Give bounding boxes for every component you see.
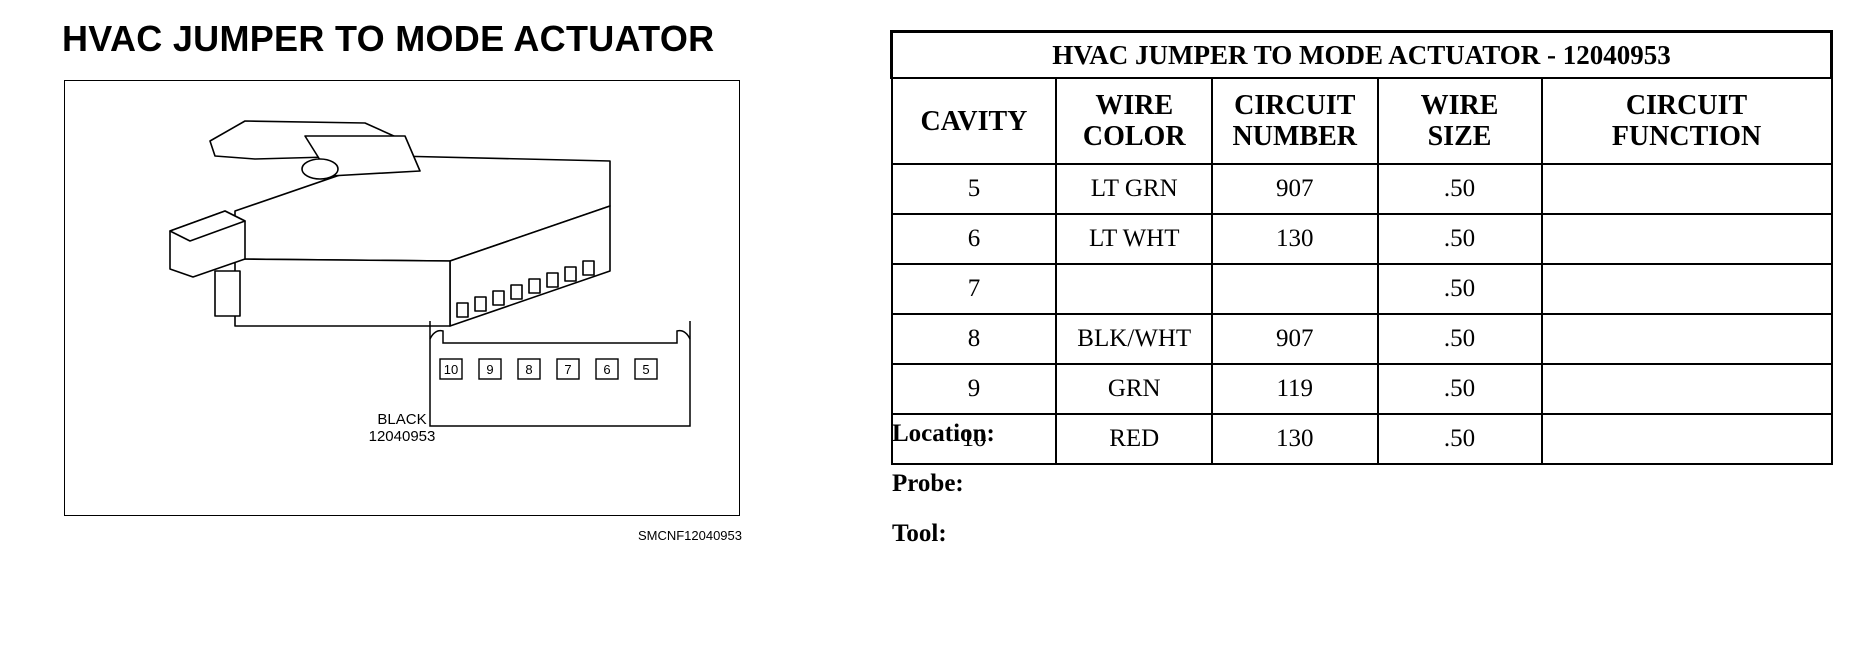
cavity-box: 10 bbox=[439, 358, 463, 380]
table-cell: 10 bbox=[890, 413, 1058, 465]
connector-latch-tab bbox=[214, 270, 241, 317]
table-cell: LT GRN bbox=[1055, 163, 1213, 215]
page-title: HVAC JUMPER TO MODE ACTUATOR bbox=[62, 18, 715, 59]
probe-label: Probe: bbox=[892, 470, 964, 497]
cavity-box: 6 bbox=[595, 358, 619, 380]
column-header-line: FUNCTION bbox=[1611, 121, 1762, 152]
column-header-line: CIRCUIT bbox=[1234, 90, 1356, 121]
cavity-number: 7 bbox=[564, 362, 571, 377]
pinout-table: HVAC JUMPER TO MODE ACTUATOR - 12040953 … bbox=[890, 30, 1833, 465]
column-header-line: SIZE bbox=[1427, 121, 1492, 152]
table-cell bbox=[1211, 263, 1379, 315]
table-cell: .50 bbox=[1376, 163, 1543, 215]
table-cell: 119 bbox=[1211, 363, 1379, 415]
cavity-number: 5 bbox=[642, 362, 649, 377]
table-cell bbox=[1055, 263, 1213, 315]
cavity-box: 9 bbox=[478, 358, 502, 380]
table-cell bbox=[1540, 313, 1833, 365]
connector-figure: 10 9 8 7 6 5 BLACK 12040953 bbox=[64, 80, 740, 516]
tool-label: Tool: bbox=[892, 520, 947, 547]
cavity-box: 7 bbox=[556, 358, 580, 380]
table-cell: 6 bbox=[890, 213, 1058, 265]
table-row: 7.50 bbox=[890, 263, 1833, 315]
connector-face-cavities: 10 9 8 7 6 5 bbox=[439, 358, 658, 380]
cavity-number: 6 bbox=[603, 362, 610, 377]
column-header-line: WIRE bbox=[1420, 90, 1499, 121]
connector-side-cavities bbox=[456, 260, 595, 318]
table-cell bbox=[1540, 363, 1833, 415]
column-header-line: CIRCUIT bbox=[1625, 90, 1748, 121]
cavity-number: 10 bbox=[444, 362, 458, 377]
table-cell: 130 bbox=[1211, 213, 1379, 265]
table-cell bbox=[1540, 263, 1833, 315]
cavity-number: 9 bbox=[486, 362, 493, 377]
table-cell: RED bbox=[1055, 413, 1213, 465]
figure-code: SMCNF12040953 bbox=[637, 528, 742, 543]
table-cell: 907 bbox=[1211, 163, 1379, 215]
table-cell: 5 bbox=[890, 163, 1058, 215]
table-cell: .50 bbox=[1376, 413, 1543, 465]
connector-front-face bbox=[234, 258, 451, 327]
column-header-line: CAVITY bbox=[920, 105, 1028, 137]
cavity-box: 5 bbox=[634, 358, 658, 380]
table-cell: .50 bbox=[1376, 213, 1543, 265]
column-header-line: NUMBER bbox=[1232, 121, 1357, 152]
column-header-line: WIRE bbox=[1095, 90, 1174, 121]
cavity-box: 8 bbox=[517, 358, 541, 380]
table-cell: 130 bbox=[1211, 413, 1379, 465]
table-cell: 7 bbox=[890, 263, 1058, 315]
cavity-number: 8 bbox=[525, 362, 532, 377]
table-cell: BLK/WHT bbox=[1055, 313, 1213, 365]
table-cell bbox=[1540, 213, 1833, 265]
table-cell: 8 bbox=[890, 313, 1058, 365]
table-cell: .50 bbox=[1376, 313, 1543, 365]
connector-color-label: BLACK bbox=[377, 411, 427, 428]
table-cell: .50 bbox=[1376, 363, 1543, 415]
column-header-line: COLOR bbox=[1082, 121, 1186, 152]
connector-illustration: 10 9 8 7 6 5 bbox=[169, 120, 691, 427]
table-cell: LT WHT bbox=[1055, 213, 1213, 265]
connector-part-number: 12040953 bbox=[368, 428, 436, 445]
table-cell: 907 bbox=[1211, 313, 1379, 365]
location-label: Location: bbox=[892, 420, 995, 447]
column-header: CAVITY bbox=[890, 77, 1058, 165]
table-cell: GRN bbox=[1055, 363, 1213, 415]
table-title: HVAC JUMPER TO MODE ACTUATOR - 12040953 bbox=[890, 30, 1833, 79]
table-cell: .50 bbox=[1376, 263, 1543, 315]
table-cell bbox=[1540, 163, 1833, 215]
table-cell bbox=[1540, 413, 1833, 465]
table-cell: 9 bbox=[890, 363, 1058, 415]
